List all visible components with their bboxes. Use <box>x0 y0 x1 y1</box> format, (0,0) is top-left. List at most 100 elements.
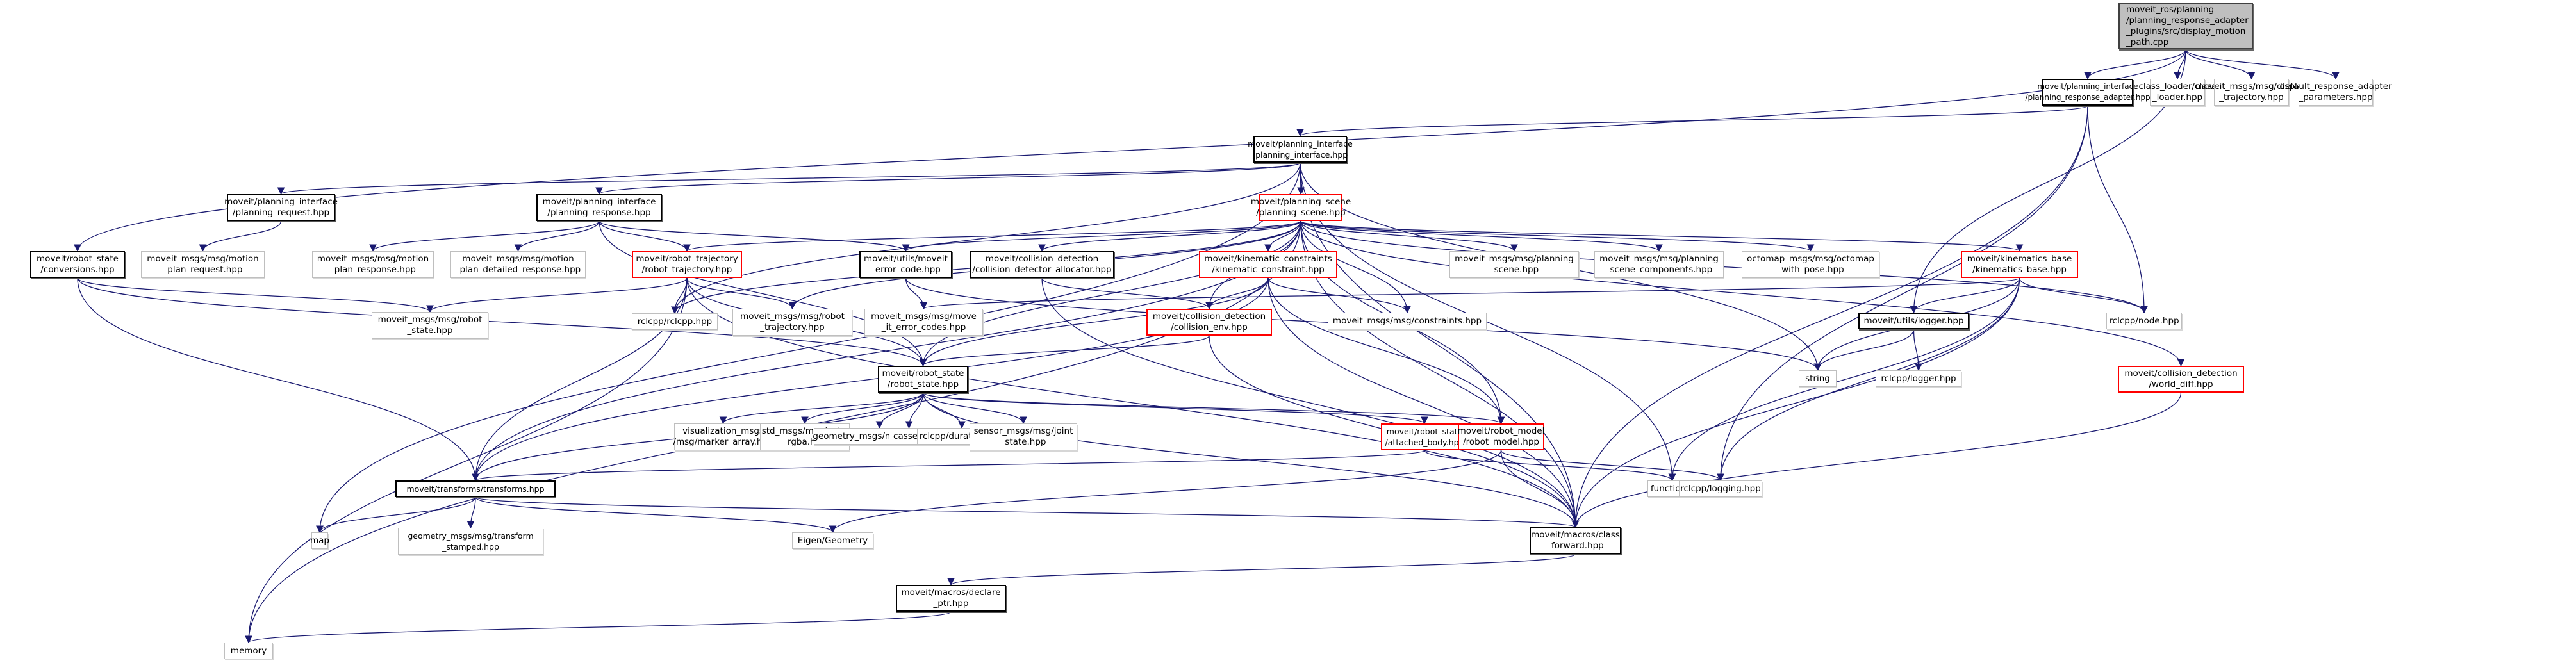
edge-ps-to-psmsg <box>1300 220 1518 252</box>
node-octomap-with-pose[interactable]: octomap_msgs/msg/octomap _with_pose.hpp <box>1742 251 1879 278</box>
edge-pra-to-pi <box>1296 105 2088 137</box>
node-eigen-geometry[interactable]: Eigen/Geometry <box>792 532 873 549</box>
edge-rm-to-cf <box>1500 450 1580 528</box>
node-string[interactable]: string <box>1799 370 1837 387</box>
edge-pi-to-rclcpp <box>671 162 1301 315</box>
edge-ps-to-octomap <box>1300 220 1814 252</box>
edge-ps-to-pscomp <box>1300 220 1663 252</box>
edge-root-to-displaytraj <box>2185 49 2256 80</box>
edge-rm-to-logging <box>1500 450 1724 482</box>
edge-pi-to-map <box>316 162 1301 534</box>
edge-kc-to-ce <box>1205 277 1269 310</box>
node-declare-ptr[interactable]: moveit/macros/declare _ptr.hpp <box>896 585 1006 612</box>
edge-cda-to-cf <box>1041 277 1580 528</box>
edge-pra-to-node <box>2087 105 2148 314</box>
edge-presp-to-mpdet <box>514 220 600 252</box>
node-marker-array[interactable]: visualization_msgs /msg/marker_array.hpp <box>673 423 773 450</box>
node-moveit-error-code[interactable]: moveit/utils/moveit _error_code.hpp <box>859 251 952 278</box>
edge-kb-to-node <box>2019 277 2148 314</box>
edge-ab-to-tf <box>472 450 1425 482</box>
edge-ps-to-cda <box>1038 220 1301 252</box>
node-planning-response-adapter[interactable]: moveit/planning_interface /planning_resp… <box>2025 79 2151 106</box>
node-kinematics-base[interactable]: moveit/kinematics_base /kinematics_base.… <box>1961 251 2078 278</box>
node-robot-trajectory[interactable]: moveit/robot_trajectory /robot_trajector… <box>632 251 742 278</box>
edge-rs-to-color <box>801 392 924 425</box>
node-collision-env[interactable]: moveit/collision_detection /collision_en… <box>1146 309 1272 336</box>
edge-ps-to-cf <box>1300 220 1580 528</box>
edge-root-to-pra <box>2084 49 2186 80</box>
node-robot-state-msg[interactable]: moveit_msgs/msg/robot _state.hpp <box>372 312 488 339</box>
node-world-diff[interactable]: moveit/collision_detection /world_diff.h… <box>2118 366 2244 393</box>
edge-dp-to-memory <box>245 611 952 644</box>
edge-rs-to-cassert <box>905 392 924 429</box>
node-move-it-error-codes[interactable]: moveit_msgs/msg/move _it_error_codes.hpp <box>864 309 983 336</box>
node-planning-scene[interactable]: moveit/planning_scene /planning_scene.hp… <box>1251 194 1351 221</box>
edge-ce-to-rs <box>919 335 1210 367</box>
edge-rs-to-twist <box>875 392 924 429</box>
edge-ps-to-rt <box>683 220 1301 252</box>
node-robot-model[interactable]: moveit/robot_model /robot_model.hpp <box>1458 423 1544 450</box>
edge-pi-to-cf <box>1300 162 1580 528</box>
node-rclcpp-logger[interactable]: rclcpp/logger.hpp <box>1876 370 1961 387</box>
node-transforms[interactable]: moveit/transforms/transforms.hpp <box>395 480 556 497</box>
node-collision-detector-allocator[interactable]: moveit/collision_detection /collision_de… <box>970 251 1114 278</box>
node-motion-plan-request[interactable]: moveit_msgs/msg/motion _plan_request.hpp <box>141 251 265 278</box>
edge-tf-to-cf <box>475 496 1579 528</box>
edge-presp-to-errcode <box>599 220 910 252</box>
node-display-trajectory[interactable]: moveit_msgs/msg/display _trajectory.hpp <box>2195 79 2308 106</box>
edge-rm-to-eigen <box>829 450 1502 534</box>
node-moveit-logger[interactable]: moveit/utils/logger.hpp <box>1858 313 1969 329</box>
edge-rs-to-ab <box>922 392 1428 425</box>
edge-presp-to-rt <box>599 220 691 252</box>
node-planning-scene-msg[interactable]: moveit_msgs/msg/planning _scene.hpp <box>1449 251 1579 278</box>
edge-tf-to-tfstamped <box>466 496 476 529</box>
edge-kc-to-cf <box>1267 277 1580 528</box>
node-joint-state[interactable]: sensor_msgs/msg/joint _state.hpp <box>970 423 1077 450</box>
node-rclcpp-logging[interactable]: rclcpp/logging.hpp <box>1679 480 1762 497</box>
node-rclcpp-node[interactable]: rclcpp/node.hpp <box>2106 313 2182 329</box>
edge-cf-to-dp <box>947 553 1576 586</box>
edge-ps-to-constraints <box>1300 220 1411 314</box>
edge-ps-to-kb <box>1300 220 2023 252</box>
edge-rt-to-rsmsg <box>426 277 688 313</box>
node-planning-response[interactable]: moveit/planning_interface /planning_resp… <box>536 194 662 221</box>
node-robot-state-conversions[interactable]: moveit/robot_state /conversions.hpp <box>30 251 125 278</box>
edge-tf-to-map <box>316 496 476 534</box>
edge-rs-to-jointstate <box>922 392 1027 425</box>
node-attached-body[interactable]: moveit/robot_state /attached_body.hpp <box>1381 423 1468 450</box>
edge-kb-to-functional <box>1668 277 2020 482</box>
node-default-response-adapter-parameters[interactable]: default_response_adapter _parameters.hpp <box>2279 79 2392 106</box>
node-class-forward[interactable]: moveit/macros/class _forward.hpp <box>1530 527 1621 554</box>
edge-logger-to-rcllogger <box>1913 329 1922 372</box>
edge-rt-to-rtmsg <box>686 277 797 310</box>
node-robot-trajectory-msg[interactable]: moveit_msgs/msg/robot _trajectory.hpp <box>732 309 852 336</box>
node-rclcpp[interactable]: rclcpp/rclcpp.hpp <box>632 313 718 330</box>
node-constraints-msg[interactable]: moveit_msgs/msg/constraints.hpp <box>1328 313 1487 329</box>
node-map[interactable]: map <box>310 532 329 549</box>
node-planning-interface[interactable]: moveit/planning_interface /planning_inte… <box>1248 136 1353 163</box>
node-motion-plan-detailed-response[interactable]: moveit_msgs/msg/motion _plan_detailed_re… <box>450 251 586 278</box>
node-planning-request[interactable]: moveit/planning_interface /planning_requ… <box>224 194 338 221</box>
edge-presp-to-rs <box>599 220 927 367</box>
edge-pra-to-logging <box>1717 105 2088 482</box>
node-robot-state[interactable]: moveit/robot_state /robot_state.hpp <box>878 366 968 393</box>
node-kinematic-constraint[interactable]: moveit/kinematic_constraints /kinematic_… <box>1199 251 1337 278</box>
edge-rt-to-memory <box>245 277 688 644</box>
node-transform-stamped[interactable]: geometry_msgs/msg/transform _stamped.hpp <box>398 528 543 555</box>
edge-rs-to-marker <box>719 392 924 425</box>
edge-pi-to-presp <box>595 162 1301 195</box>
edge-ps-to-worlddiff <box>1300 220 2185 367</box>
edge-pi-to-preq <box>277 162 1301 195</box>
edge-kb-to-cf <box>1571 277 2020 528</box>
node-class-loader[interactable]: class_loader/class _loader.hpp <box>2138 79 2217 106</box>
node-memory[interactable]: memory <box>224 643 273 659</box>
edge-logger-to-string <box>1813 329 1915 372</box>
edge-ps-to-rs <box>919 220 1301 367</box>
node-planning-scene-components[interactable]: moveit_msgs/msg/planning _scene_componen… <box>1594 251 1724 278</box>
node-root[interactable]: moveit_ros/planning /planning_response_a… <box>2118 3 2253 49</box>
edge-ps-to-errcode <box>902 220 1301 252</box>
edge-kb-to-logger <box>1910 277 2020 314</box>
edge-kc-to-rm <box>1267 277 1505 425</box>
node-motion-plan-response[interactable]: moveit_msgs/msg/motion _plan_response.hp… <box>312 251 434 278</box>
